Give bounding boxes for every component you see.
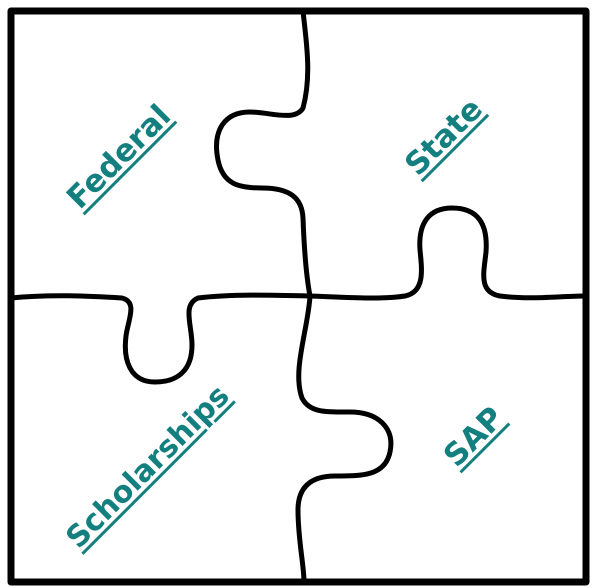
horizontal-seam-right xyxy=(307,205,589,301)
vertical-seam-top xyxy=(214,8,313,299)
vertical-seam-bottom xyxy=(295,293,394,585)
horizontal-seam-left xyxy=(8,292,313,385)
